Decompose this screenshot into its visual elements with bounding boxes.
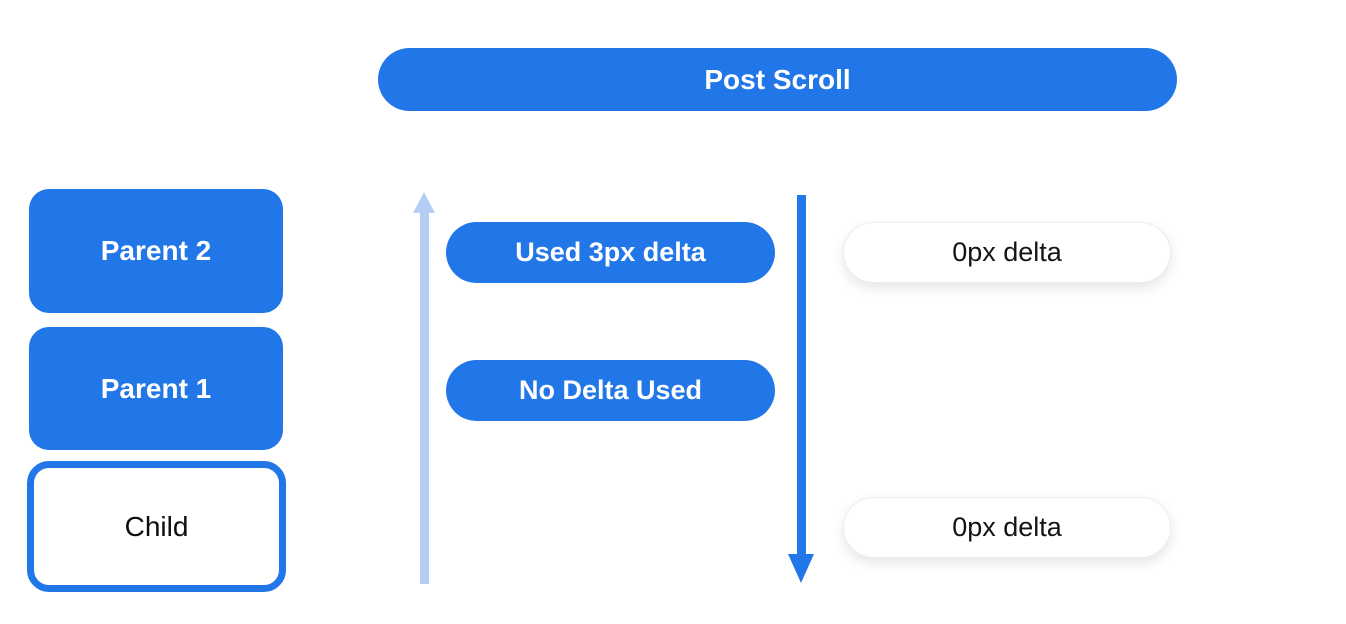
up-arrow-shaft (420, 212, 429, 584)
no-delta-used-label: No Delta Used (518, 375, 703, 405)
no-delta-used-pill: No Delta Used (446, 360, 775, 421)
zero-delta-bottom-label: 0px delta (952, 512, 1062, 542)
down-arrow-shaft (797, 195, 806, 555)
down-arrowhead-icon (788, 554, 814, 583)
child-node: Child (27, 461, 286, 592)
parent-2-label: Parent 2 (100, 235, 212, 266)
post-scroll-header-pill: Post Scroll (378, 48, 1177, 111)
post-scroll-label: Post Scroll (704, 63, 851, 95)
child-label: Child (124, 510, 189, 542)
parent-2-node: Parent 2 (29, 189, 283, 313)
parent-1-node: Parent 1 (29, 327, 283, 450)
zero-delta-bottom-pill: 0px delta (843, 497, 1171, 558)
zero-delta-top-pill: 0px delta (843, 222, 1171, 283)
up-arrowhead-icon (413, 192, 435, 213)
used-delta-pill: Used 3px delta (446, 222, 775, 283)
zero-delta-top-label: 0px delta (952, 237, 1062, 267)
used-delta-label: Used 3px delta (515, 237, 706, 267)
parent-1-label: Parent 1 (100, 372, 212, 404)
